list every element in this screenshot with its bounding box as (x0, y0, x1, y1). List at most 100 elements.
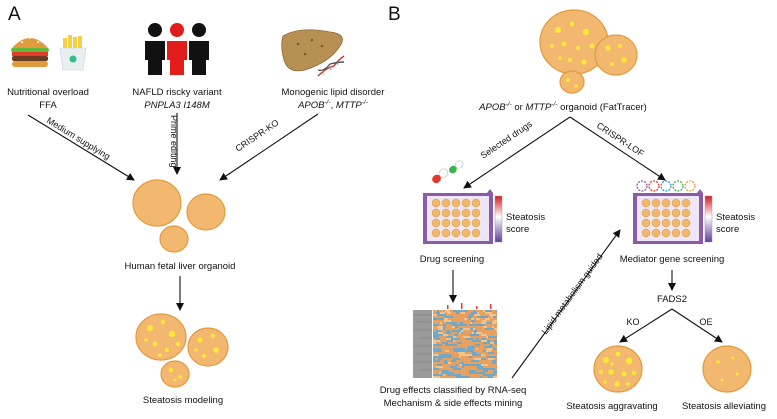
heatmap-cell (433, 318, 435, 320)
fattracer-label: APOB-/- or MTTP-/- organoid (FatTracer) (478, 101, 647, 113)
heatmap-cell (477, 312, 479, 314)
heatmap-cell (444, 318, 448, 320)
heatmap-cell (454, 334, 458, 336)
heatmap-cell (484, 316, 488, 318)
heatmap-cell (476, 348, 478, 350)
heatmap-cell (473, 310, 476, 312)
heatmap-cell (444, 316, 451, 318)
arrow-crispr-ko (219, 113, 319, 181)
heatmap-cell (476, 324, 481, 326)
heatmap-cell (486, 336, 488, 338)
heatmap-cell (457, 342, 462, 344)
heatmap-cell (451, 322, 457, 324)
mediator-screening-plate (633, 189, 703, 244)
burger-icon (11, 37, 49, 67)
fads2-label: FADS2 (657, 294, 687, 305)
heatmap-cell (453, 336, 456, 338)
aggravating-organoid (593, 345, 643, 393)
heatmap-cell (441, 372, 447, 374)
heatmap-cell (460, 322, 463, 324)
heatmap-cell (476, 338, 478, 340)
heatmap-cell (451, 338, 458, 340)
heatmap-cell (476, 332, 478, 334)
rna-seq-heatmap (413, 303, 497, 378)
heatmap-cell (492, 362, 497, 364)
sgrna-library-icon (636, 180, 696, 192)
heatmap-cell (457, 332, 459, 334)
heatmap-cell (483, 350, 486, 352)
heatmap-cell (433, 354, 439, 356)
heatmap-cell (483, 370, 488, 372)
heatmap-cell (490, 328, 494, 330)
heatmap-cell (488, 336, 492, 338)
heatmap-cell (446, 332, 451, 334)
heatmap-cell (468, 376, 470, 378)
arrow-label-crispr-ko: CRISPR-KO (234, 117, 281, 153)
heatmap-cell (453, 368, 457, 370)
heatmap-cell (459, 348, 465, 350)
heatmap-cell (467, 316, 470, 318)
heatmap-cell (464, 318, 467, 320)
heatmap-cell (453, 358, 460, 360)
heatmap-cell (436, 374, 443, 376)
heatmap-cell (447, 372, 454, 374)
heatmap-cell (469, 324, 476, 326)
pills-icon (432, 160, 464, 184)
heatmap-cell (456, 376, 458, 378)
dna-icon (317, 55, 345, 77)
heatmap-cell (433, 356, 440, 358)
heatmap-cell (494, 342, 497, 344)
input-title-nutrition: Nutritional overload (7, 87, 89, 98)
steatosis-modeling-label: Steatosis modeling (143, 395, 223, 406)
heatmap-cell (472, 352, 475, 354)
heatmap-cell (453, 310, 458, 312)
arrow-oe (671, 308, 723, 343)
heatmap-cell (433, 340, 440, 342)
heatmap-cell (490, 342, 494, 344)
heatmap-cell (461, 330, 463, 332)
arrow-selected-drugs (463, 116, 571, 189)
heatmap-cell (494, 328, 497, 330)
arrow-label-selected-drugs: Selected drugs (479, 119, 535, 161)
heatmap-cell (433, 348, 435, 350)
heatmap-cell (460, 362, 464, 364)
score-label-drug-line2: score (506, 224, 529, 235)
drug-screening-plate (423, 189, 493, 244)
score-label-mediator-line1: Steatosis (716, 212, 755, 223)
drug-effects-label-line1: Drug effects classified by RNA-seq (380, 385, 527, 396)
drug-screening-label: Drug screening (420, 254, 484, 265)
heatmap-cell (445, 344, 449, 346)
heatmap-cell (435, 338, 440, 340)
heatmap-cell (469, 370, 471, 372)
heatmap-cell (463, 336, 470, 338)
input-subtitle-pnpla3: PNPLA3 I148M (144, 100, 210, 111)
heatmap-cell (475, 334, 479, 336)
heatmap-cell (433, 332, 438, 334)
arrow-label-crispr-lof: CRISPR-LOF (595, 120, 646, 159)
heatmap-cell (445, 350, 449, 352)
heatmap-cell (469, 372, 474, 374)
heatmap-cell (454, 374, 456, 376)
heatmap-cell (481, 354, 485, 356)
heatmap-cell (433, 314, 437, 316)
heatmap-cell (491, 316, 493, 318)
arrow-label-oe: OE (699, 317, 712, 327)
heatmap-cell (439, 354, 444, 356)
organoid-label: Human fetal liver organoid (125, 261, 236, 272)
heatmap-cell (433, 336, 439, 338)
heatmap-cell (444, 354, 451, 356)
heatmap-cell (480, 376, 482, 378)
heatmap-cell (477, 354, 481, 356)
heatmap-cell (444, 362, 448, 364)
input-title-monogenic: Monogenic lipid disorder (282, 87, 385, 98)
heatmap-cell (456, 312, 460, 314)
heatmap-cell (481, 324, 485, 326)
heatmap-cell (471, 338, 473, 340)
heatmap-cell (435, 324, 439, 326)
heatmap-cell (468, 346, 475, 348)
heatmap-cell (490, 356, 494, 358)
heatmap-cell (490, 374, 495, 376)
heatmap-cell (456, 330, 461, 332)
heatmap-cell (452, 324, 459, 326)
heatmap-cell (442, 342, 448, 344)
